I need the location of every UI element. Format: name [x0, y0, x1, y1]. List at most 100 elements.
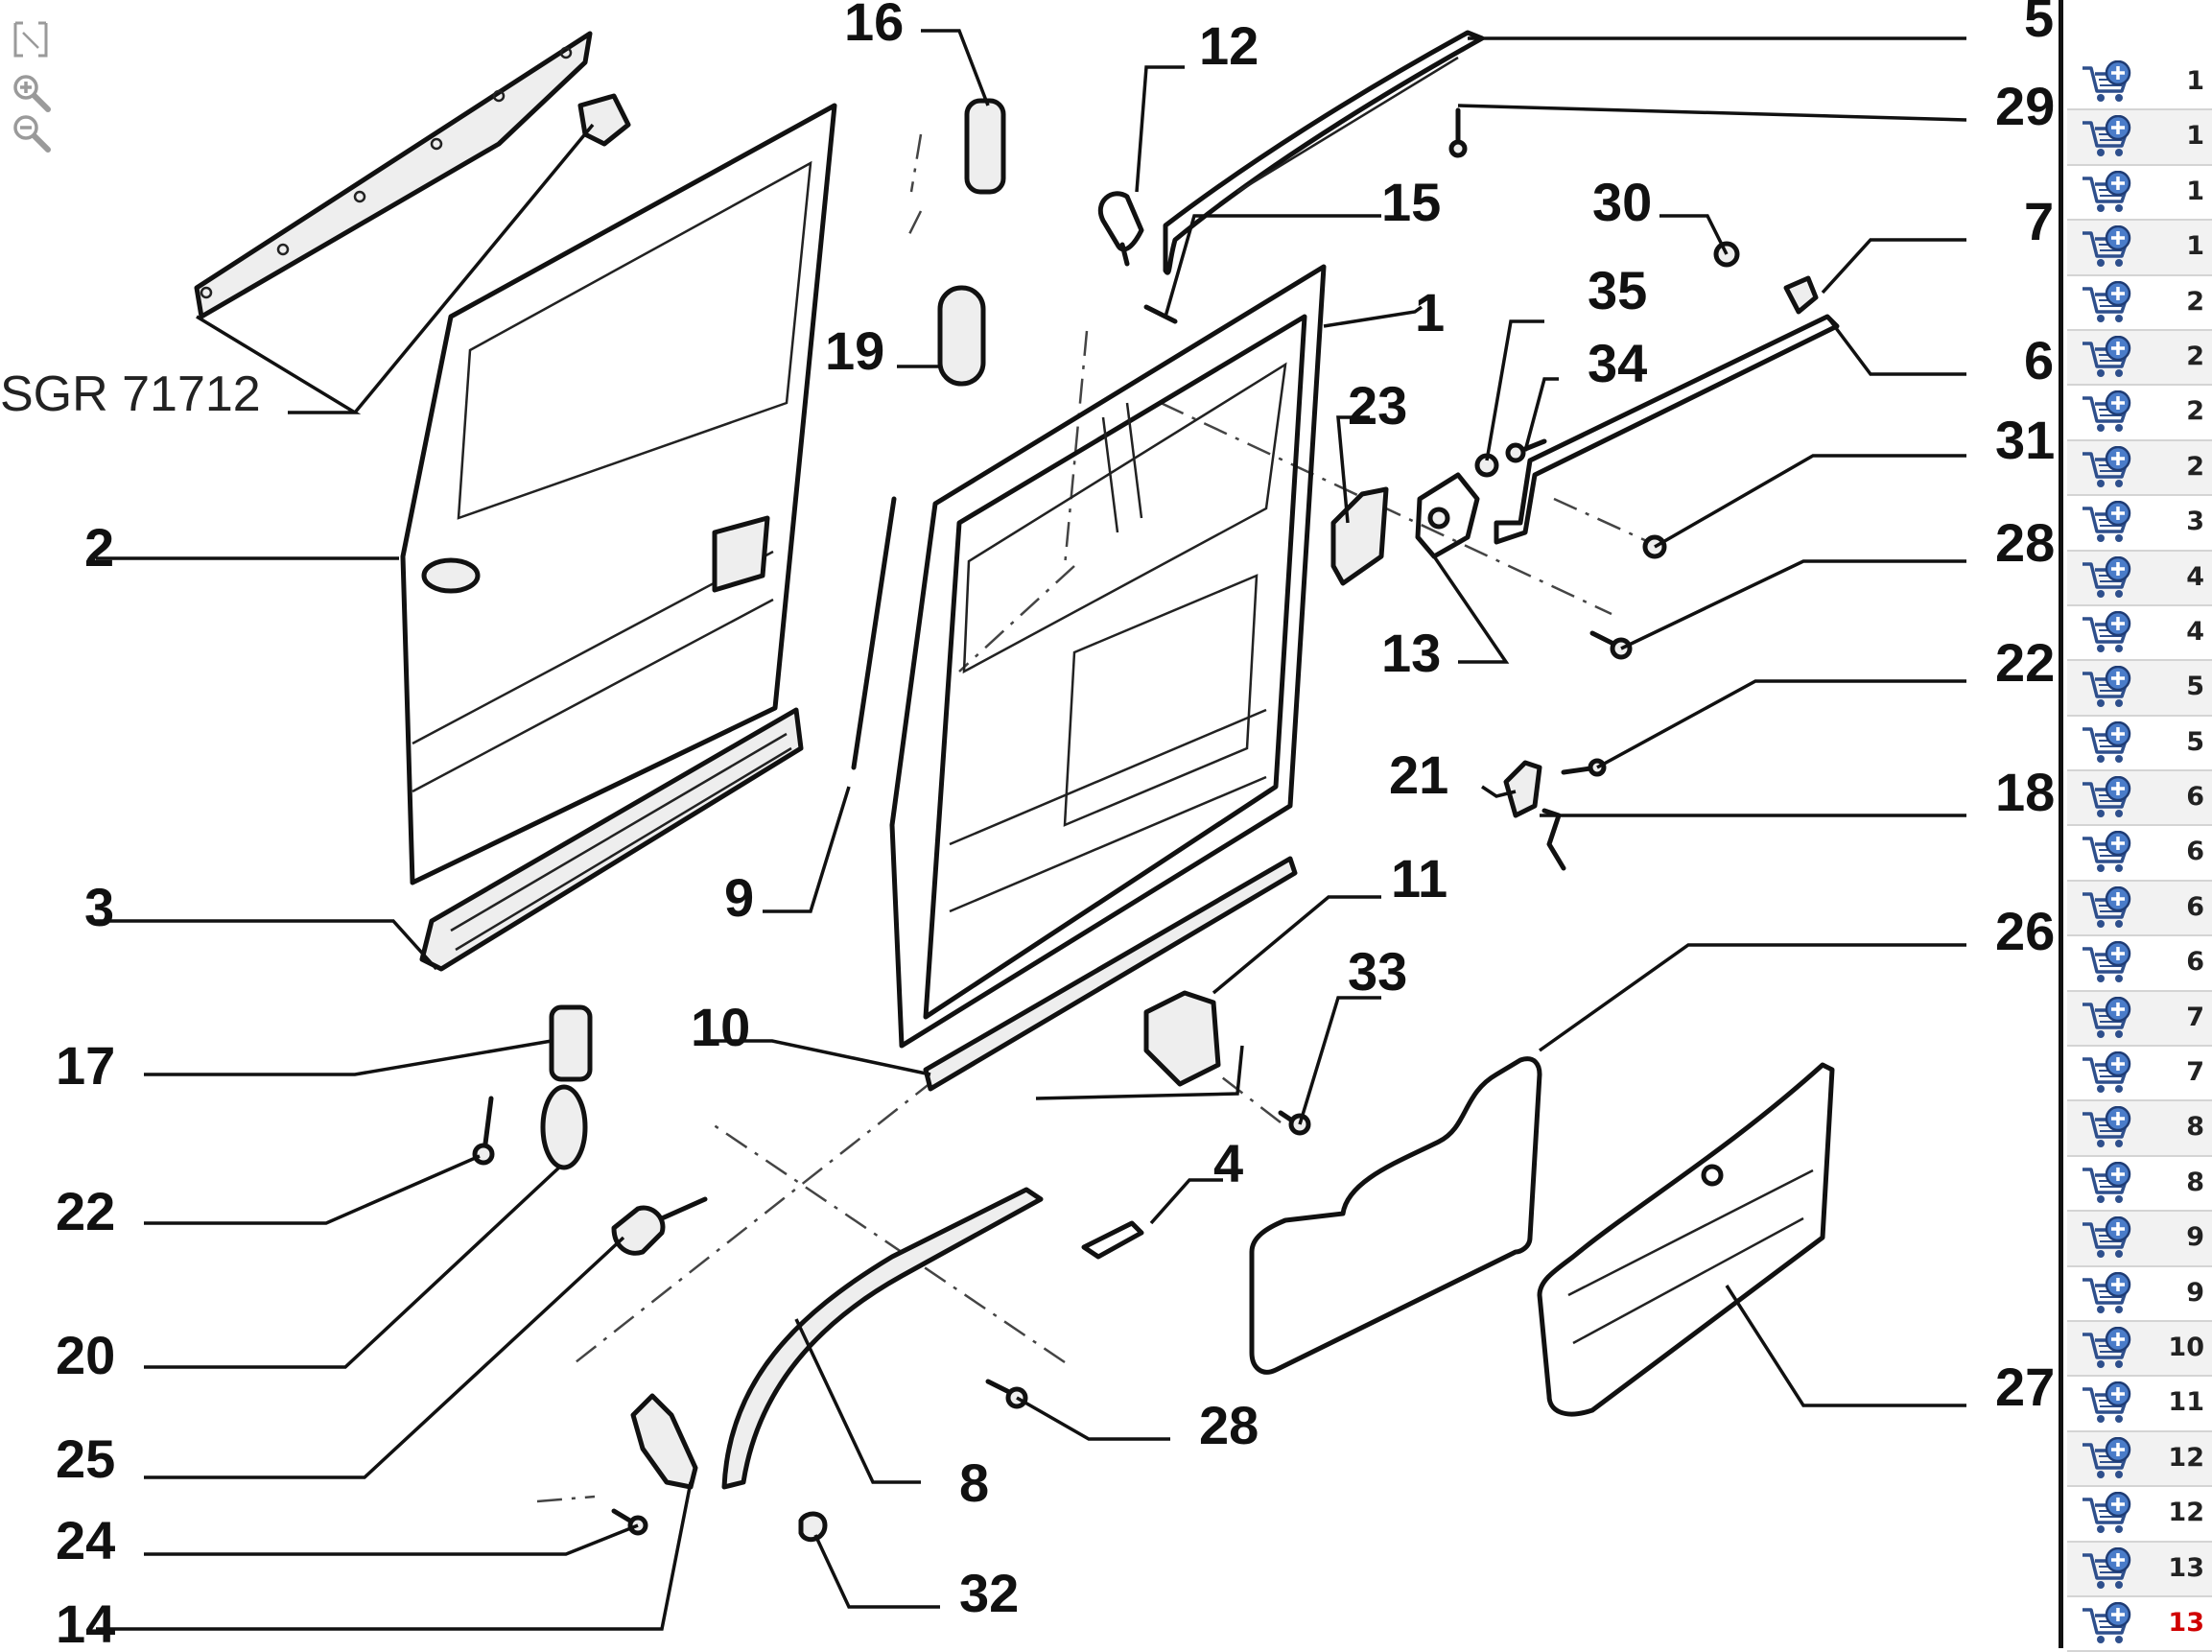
parts-list-row: 10: [2067, 1321, 2212, 1378]
cart-plus-icon[interactable]: [2080, 1381, 2135, 1426]
cart-plus-icon[interactable]: [2080, 666, 2135, 710]
cart-plus-icon[interactable]: [2080, 1050, 2135, 1096]
callout-6[interactable]: 6: [2024, 330, 2054, 390]
callout-20[interactable]: 20: [56, 1325, 115, 1385]
cart-plus-icon[interactable]: [2080, 390, 2135, 435]
callout-25[interactable]: 25: [56, 1428, 115, 1489]
cart-plus-icon[interactable]: [2080, 941, 2135, 985]
callout-11[interactable]: 11: [1391, 848, 1447, 909]
callout-16[interactable]: 16: [844, 0, 904, 52]
cart-plus-icon[interactable]: [2080, 1436, 2135, 1481]
callout-1[interactable]: 1: [1415, 282, 1445, 342]
quantity-value: 5: [2186, 726, 2204, 757]
cart-plus-icon[interactable]: [2080, 280, 2135, 325]
callout-34[interactable]: 34: [1588, 333, 1647, 393]
zoom-in-icon[interactable]: [10, 71, 52, 113]
parts-list-row: 6: [2067, 936, 2212, 992]
cart-plus-icon[interactable]: [2080, 500, 2135, 545]
quantity-value: 4: [2186, 616, 2204, 647]
latch-cover-part: [549, 1004, 593, 1082]
parts-list-row: 5: [2067, 717, 2212, 772]
cart-plus-icon[interactable]: [2080, 885, 2135, 931]
callout-9[interactable]: 9: [724, 867, 754, 928]
parts-list-row: 1: [2067, 110, 2212, 166]
parts-list-row: 1: [2067, 166, 2212, 222]
lower-guide-part: [1415, 472, 1480, 559]
parts-list-row: 13: [2067, 1597, 2212, 1652]
cart-plus-icon[interactable]: [2080, 1271, 2135, 1316]
callout-22-left[interactable]: 22: [56, 1181, 115, 1241]
cart-plus-icon[interactable]: [2080, 1546, 2135, 1592]
cart-plus-icon[interactable]: [2080, 170, 2135, 215]
cart-plus-icon[interactable]: [2080, 831, 2135, 875]
cart-plus-icon[interactable]: [2080, 1491, 2135, 1536]
fit-window-icon[interactable]: [10, 19, 52, 61]
cart-plus-icon[interactable]: [2080, 335, 2135, 380]
callout-2[interactable]: 2: [84, 517, 114, 578]
callout-32[interactable]: 32: [959, 1563, 1019, 1623]
callout-15[interactable]: 15: [1381, 172, 1441, 232]
quantity-value: 1: [2186, 176, 2204, 206]
cart-plus-icon[interactable]: [2080, 996, 2135, 1041]
handle-insert-part: [964, 98, 1006, 195]
cart-plus-icon[interactable]: [2080, 610, 2135, 655]
seal-strip-part: [851, 496, 897, 770]
callout-35[interactable]: 35: [1588, 260, 1647, 320]
callout-8[interactable]: 8: [959, 1452, 989, 1513]
zoom-out-icon[interactable]: [10, 111, 52, 153]
parts-list-row: 7: [2067, 1047, 2212, 1102]
cart-plus-icon[interactable]: [2080, 1106, 2135, 1150]
callout-30[interactable]: 30: [1592, 172, 1652, 232]
callout-29[interactable]: 29: [1995, 76, 2055, 136]
callout-19[interactable]: 19: [825, 320, 884, 381]
parts-list-row: 5: [2067, 661, 2212, 717]
callout-7[interactable]: 7: [2024, 191, 2054, 251]
quantity-value: 2: [2186, 396, 2204, 427]
callout-14[interactable]: 14: [56, 1593, 115, 1648]
callout-17[interactable]: 17: [56, 1035, 115, 1096]
callout-3[interactable]: 3: [84, 877, 114, 937]
callout-27[interactable]: 27: [1995, 1357, 2055, 1417]
quantity-value: 1: [2186, 231, 2204, 262]
callout-24[interactable]: 24: [56, 1510, 115, 1570]
callout-5[interactable]: 5: [2024, 0, 2054, 48]
parts-list-row: 13: [2067, 1542, 2212, 1597]
callout-26[interactable]: 26: [1995, 901, 2055, 961]
callout-31[interactable]: 31: [1995, 410, 2055, 470]
callout-4[interactable]: 4: [1213, 1133, 1243, 1193]
cover-plate-part: [1330, 486, 1389, 586]
trim-panel-part: [1249, 1056, 1542, 1375]
handle-cover-part: [937, 285, 986, 387]
cart-plus-icon[interactable]: [2080, 720, 2135, 766]
cart-plus-icon[interactable]: [2080, 115, 2135, 159]
parts-list-row: 12: [2067, 1431, 2212, 1488]
cart-plus-icon[interactable]: [2080, 775, 2135, 820]
cart-plus-icon[interactable]: [2080, 1215, 2135, 1261]
cart-plus-icon[interactable]: [2080, 445, 2135, 490]
callout-18[interactable]: 18: [1995, 762, 2055, 822]
quantity-value: 6: [2186, 891, 2204, 922]
callout-28-bottom[interactable]: 28: [1199, 1395, 1259, 1455]
callout-21[interactable]: 21: [1389, 744, 1448, 805]
group-code-label: SGR 71712: [0, 366, 261, 422]
callout-13[interactable]: 13: [1381, 623, 1441, 683]
sill-trim-part: [419, 707, 804, 972]
cart-plus-icon[interactable]: [2080, 555, 2135, 601]
cart-plus-icon[interactable]: [2080, 1161, 2135, 1206]
parts-list-row: 4: [2067, 551, 2212, 606]
cart-plus-icon[interactable]: [2080, 1601, 2135, 1646]
callout-12[interactable]: 12: [1199, 15, 1259, 76]
quantity-value: 11: [2168, 1387, 2204, 1418]
callout-10[interactable]: 10: [691, 997, 750, 1057]
centre-rail-part: [1494, 314, 1840, 545]
callout-33[interactable]: 33: [1348, 941, 1407, 1002]
callout-22-right[interactable]: 22: [1995, 632, 2055, 693]
callout-23[interactable]: 23: [1348, 375, 1407, 436]
cart-plus-icon[interactable]: [2080, 224, 2135, 270]
cart-plus-icon[interactable]: [2080, 59, 2135, 105]
parts-list-row: 2: [2067, 276, 2212, 331]
cart-plus-icon[interactable]: [2080, 1326, 2135, 1371]
quantity-value: 3: [2186, 507, 2204, 537]
callout-28-right[interactable]: 28: [1995, 512, 2055, 573]
quantity-value: 2: [2186, 286, 2204, 317]
